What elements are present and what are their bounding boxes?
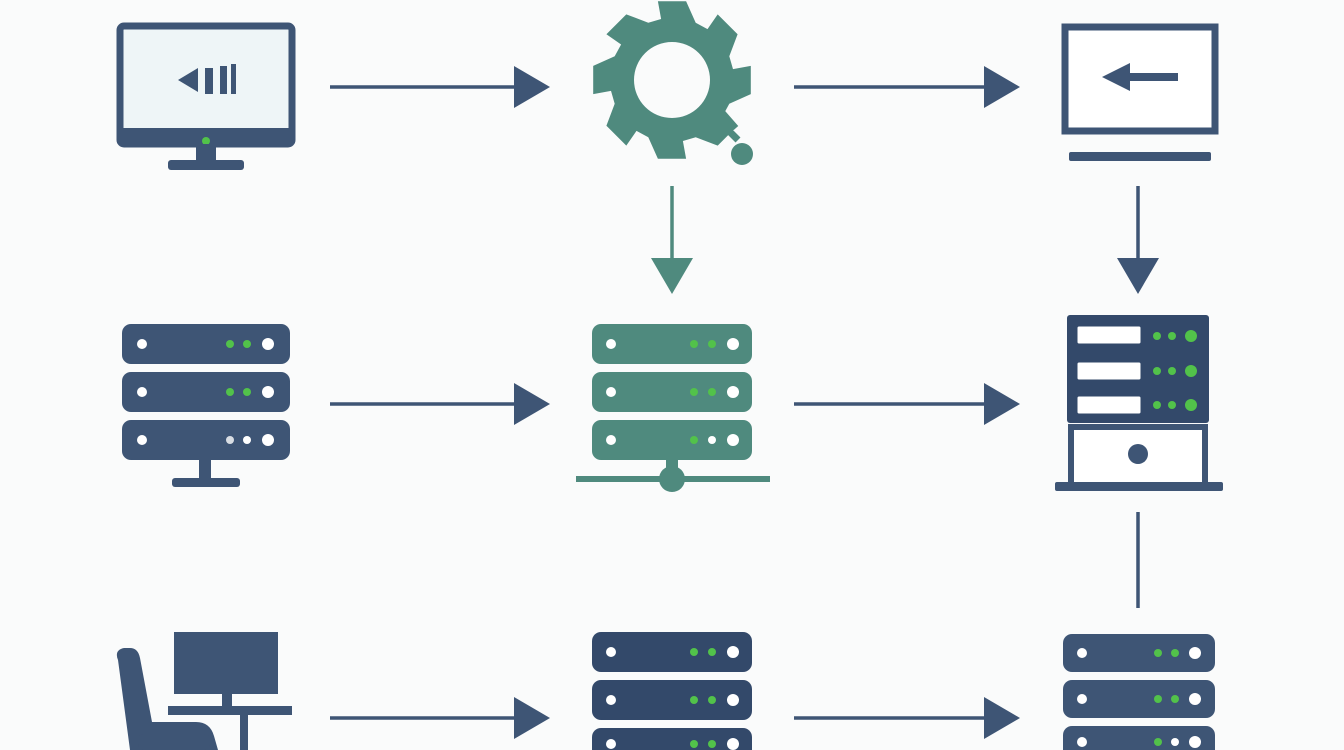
arrow-monitor-to-gear bbox=[330, 66, 550, 108]
server-icon bbox=[122, 324, 290, 487]
workstation-icon bbox=[116, 632, 292, 750]
arrow-laptop-to-server-tower bbox=[1117, 186, 1159, 294]
network-server-icon bbox=[576, 324, 770, 492]
connectors bbox=[330, 66, 1159, 739]
arrow-gear-to-server-center bbox=[651, 186, 693, 294]
server-icon bbox=[1063, 634, 1215, 750]
server-tower-icon bbox=[1055, 315, 1223, 491]
arrow-server-center-to-tower bbox=[794, 383, 1020, 425]
arrow-server-bottom-center-to-right bbox=[794, 697, 1020, 739]
arrow-gear-to-laptop bbox=[794, 66, 1020, 108]
monitor-icon bbox=[116, 22, 296, 170]
arrow-workstation-to-server bbox=[330, 697, 550, 739]
server-icon bbox=[592, 632, 752, 750]
laptop-icon bbox=[1061, 23, 1219, 161]
gear-icon bbox=[593, 1, 753, 165]
arrow-server-left-to-center bbox=[330, 383, 550, 425]
